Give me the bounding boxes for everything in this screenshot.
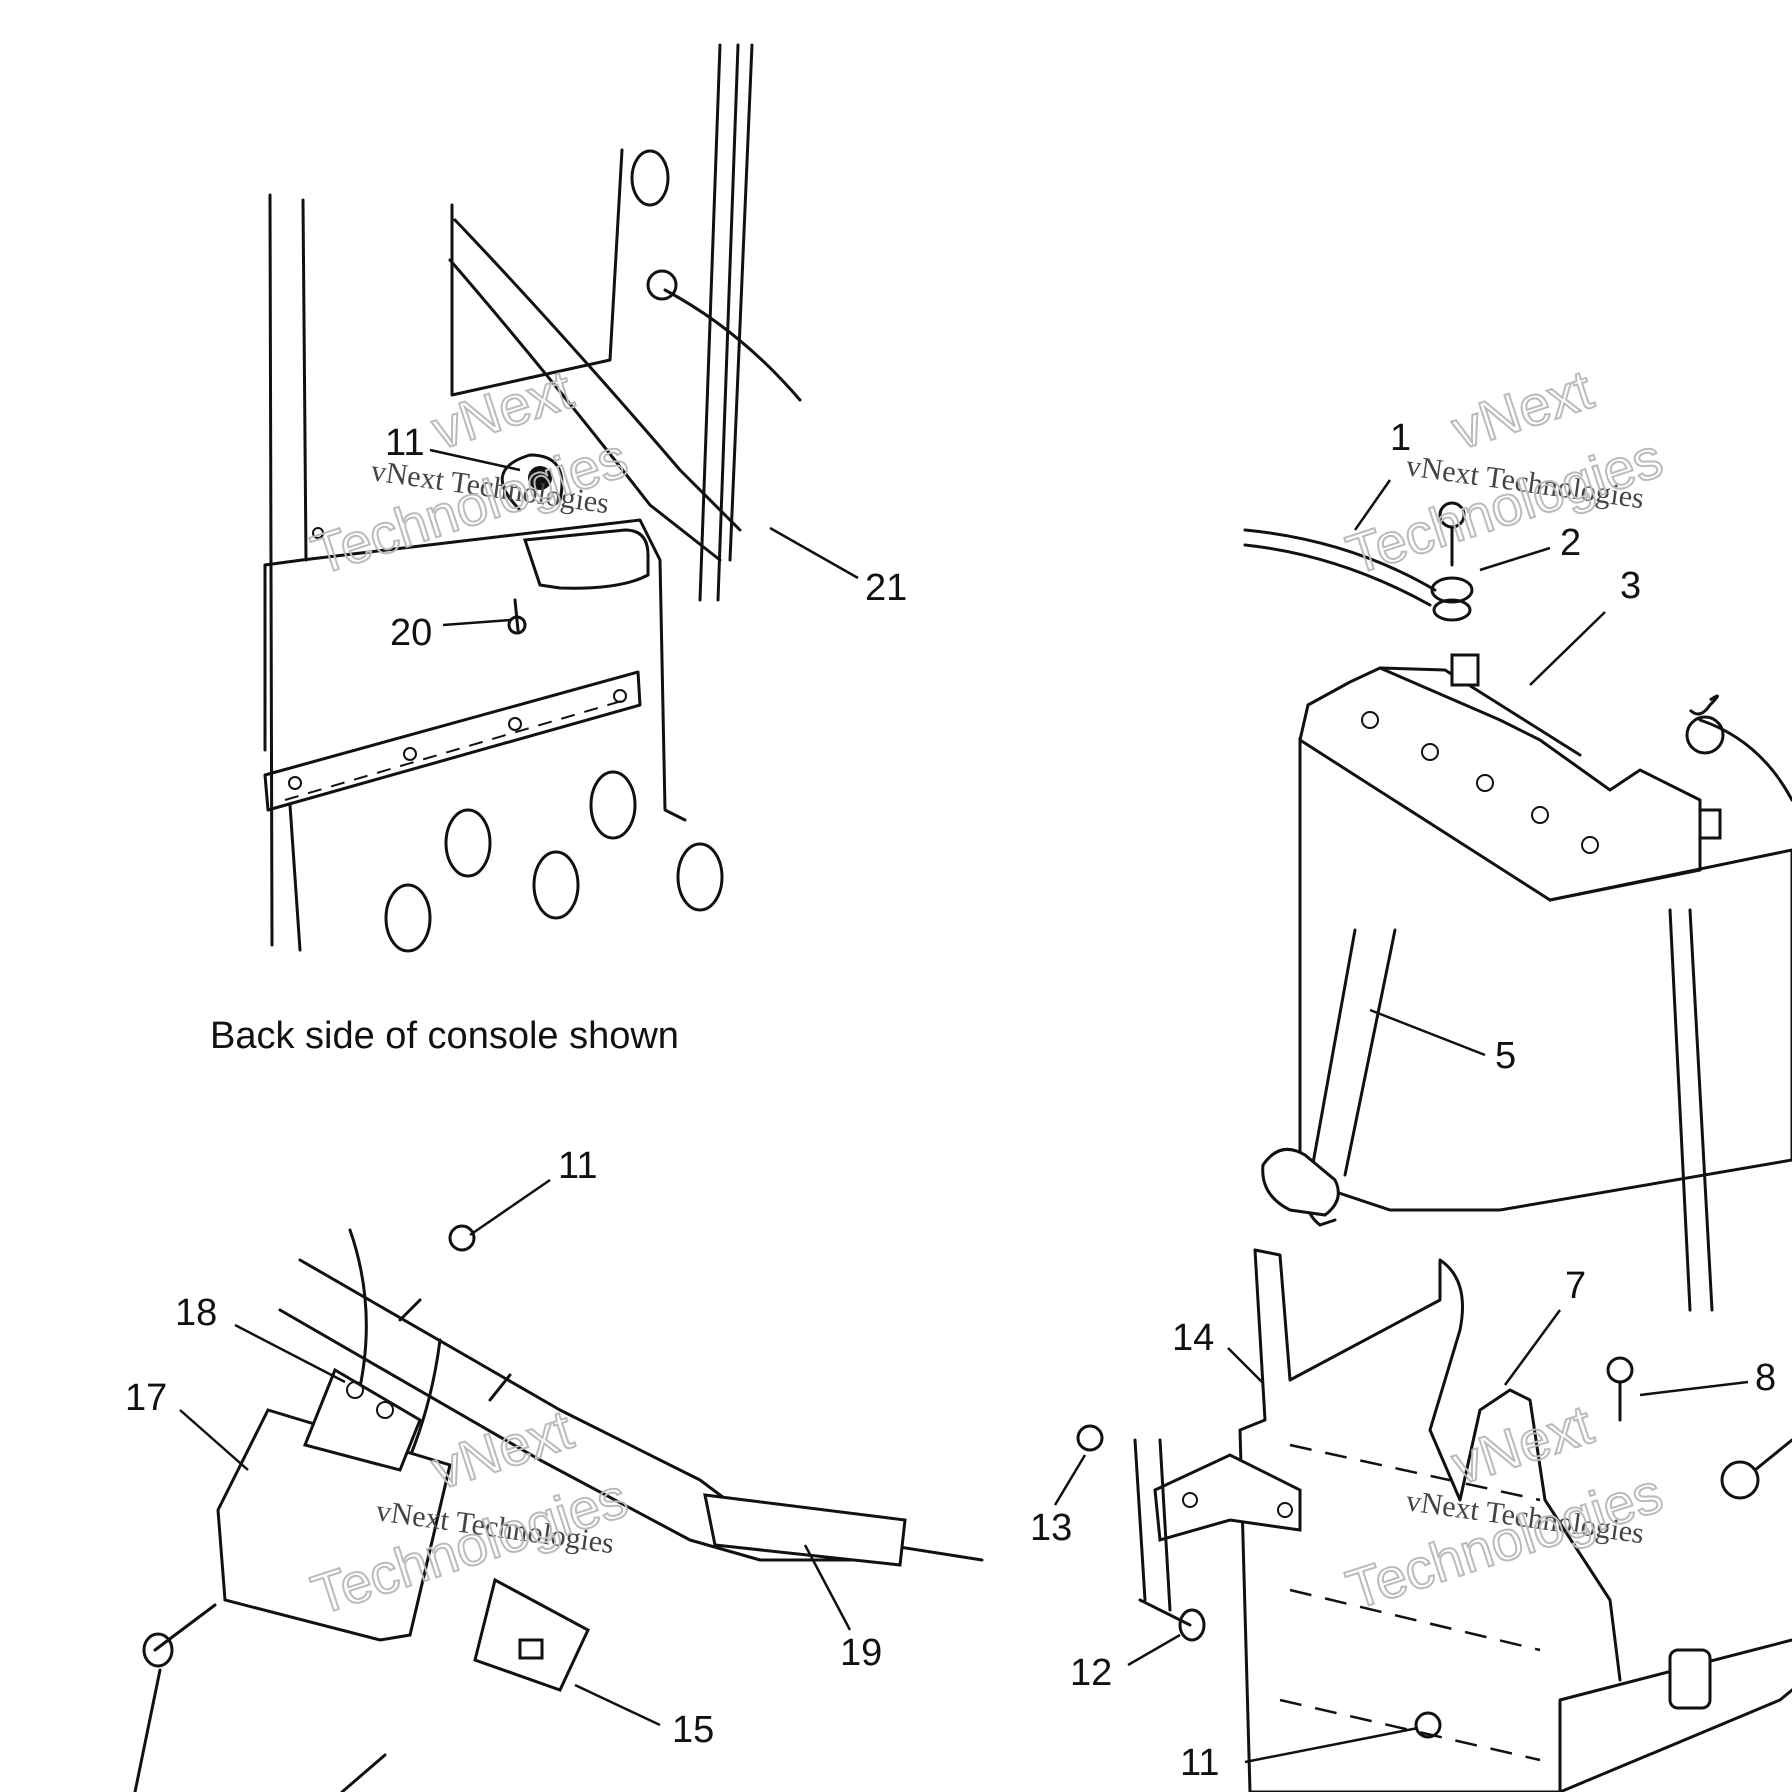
watermark-text: vNext <box>1444 1392 1600 1496</box>
callout-20: 20 <box>390 612 432 654</box>
callout-12: 12 <box>1070 1652 1112 1694</box>
callout-8: 8 <box>1755 1357 1776 1399</box>
callout-18: 18 <box>175 1292 217 1334</box>
callout-17: 17 <box>125 1377 167 1419</box>
watermark-text: vNext <box>1444 357 1600 461</box>
battery-assembly <box>1243 501 1792 1312</box>
caption: Back side of console shown <box>210 1015 679 1057</box>
console-assembly <box>263 43 802 953</box>
callout-15: 15 <box>672 1709 714 1751</box>
callout-21: 21 <box>865 567 907 609</box>
callout-3: 3 <box>1620 565 1641 607</box>
callout-7: 7 <box>1565 1265 1586 1307</box>
callout-2: 2 <box>1560 522 1581 564</box>
callout-11-console: 11 <box>385 422 424 464</box>
battery-box <box>1076 1248 1792 1792</box>
callout-11-top: 11 <box>558 1145 597 1187</box>
callout-11-bottom: 11 <box>1180 1742 1219 1784</box>
callout-19: 19 <box>840 1632 882 1674</box>
callout-5: 5 <box>1495 1035 1516 1077</box>
callouts: 11 20 21 1 2 3 5 11 18 17 19 15 7 14 8 1… <box>125 417 1776 1784</box>
regulator-assembly <box>133 1224 984 1792</box>
callout-13: 13 <box>1030 1507 1072 1549</box>
callout-1: 1 <box>1390 417 1411 459</box>
callout-14: 14 <box>1172 1317 1214 1359</box>
